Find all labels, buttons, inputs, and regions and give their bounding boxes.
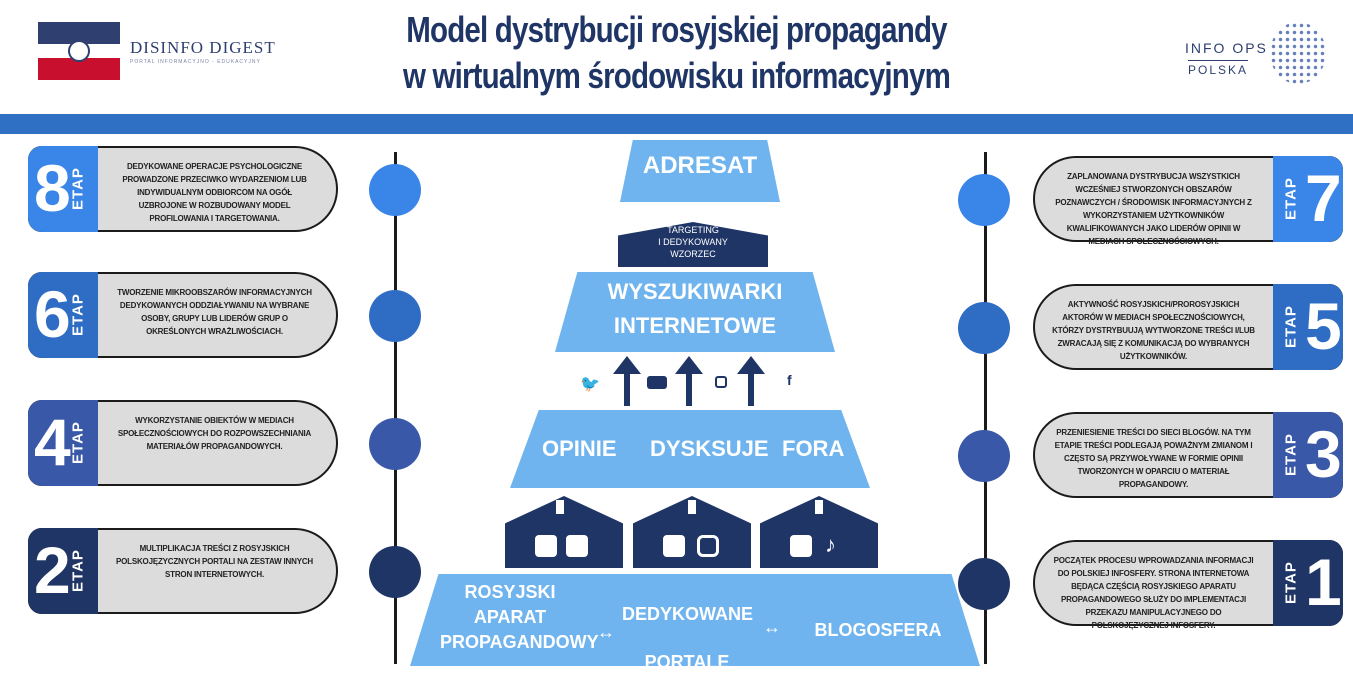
page-title-line2: w wirtualnym środowisku informacyjnym [402, 55, 951, 96]
up-arrow-icon [613, 356, 641, 374]
stage-description: Przeniesienie treści do sieci blogów. Na… [1054, 428, 1253, 489]
facebook-icon [790, 535, 812, 557]
stage-description: Multiplikacja treści z rosyjskich polsko… [116, 544, 313, 579]
etap-label: ETAP [1282, 177, 1300, 220]
timeline-node [958, 430, 1010, 482]
etap-label: ETAP [69, 549, 87, 592]
dyskusje-label: DYSKSUJE [650, 436, 769, 461]
compass-emblem-icon [68, 40, 90, 62]
up-arrow-shaft [748, 372, 754, 406]
up-arrow-icon [675, 356, 703, 374]
facebook-icon: f [787, 372, 792, 388]
timeline-node [369, 418, 421, 470]
stage-description: Dedykowane operacje psychologiczne prowa… [122, 162, 307, 223]
etap-label: ETAP [1282, 433, 1300, 476]
logo-name: DISINFO DIGEST [130, 38, 276, 57]
stage-number: 1 [1305, 545, 1342, 619]
adresat-label: ADRESAT [642, 152, 758, 179]
house-arrow-icon [556, 500, 564, 514]
stage-number: 4 [34, 405, 71, 479]
stage-number: 3 [1305, 417, 1342, 491]
house-twitter-youtube [505, 496, 623, 568]
social-arrows-row: 🐦 f [575, 356, 815, 406]
info-ops-logo: INFO OPS POLSKA [1180, 22, 1330, 92]
stage-description: Aktywność rosyjskich/prorosyjskich aktor… [1052, 300, 1255, 361]
stage-number: 6 [34, 277, 71, 351]
tiktok-icon: ♪ [825, 532, 836, 557]
stage-card: 5 ETAP Aktywność rosyjskich/prorosyjskich … [1033, 284, 1343, 370]
stage-number: 2 [34, 533, 71, 607]
opinie-label: OPINIE [542, 436, 617, 461]
info-ops-text: INFO OPS [1185, 40, 1268, 56]
stage-badge: 5 ETAP [1273, 284, 1343, 370]
stage-description: Tworzenie mikroobszarów informacyjnych d… [117, 288, 312, 336]
instagram-icon [697, 535, 719, 557]
stage-card: 3 ETAP Przeniesienie treści do sieci blogó… [1033, 412, 1343, 498]
left-timeline-rail [394, 152, 397, 664]
adresat-tier [620, 140, 780, 202]
twitter-icon [535, 535, 557, 557]
stage-badge: 3 ETAP [1273, 412, 1343, 498]
etap-label: ETAP [69, 167, 87, 210]
opinions-tier [510, 410, 870, 488]
house-arrow-icon [688, 500, 696, 514]
stage-card: 1 ETAP Początek procesu wprowadzania infor… [1033, 540, 1343, 630]
timeline-node [369, 546, 421, 598]
double-arrow-icon: ↔ [597, 622, 615, 642]
stage-number: 8 [34, 151, 71, 225]
etap-label: ETAP [69, 421, 87, 464]
timeline-node [369, 290, 421, 342]
disinfo-digest-logo: DISINFO DIGEST PORTAL INFORMACYJNO - EDU… [38, 22, 288, 82]
timeline-node [958, 558, 1010, 610]
right-timeline-rail [984, 152, 987, 664]
base-tier [410, 574, 980, 666]
double-arrow-icon: ↔ [763, 617, 781, 637]
stage-badge: 7 ETAP [1273, 156, 1343, 242]
search-engines-tier [555, 272, 835, 352]
page-title-line1: Model dystrybucji rosyjskiej propagandy [406, 9, 947, 50]
dotted-globe-icon [1270, 22, 1326, 84]
timeline-node [369, 164, 421, 216]
polska-text: POLSKA [1188, 60, 1249, 77]
house-arrow-icon [815, 500, 823, 514]
stage-card: 7 ETAP Zaplanowana dystrybucja wszystkich … [1033, 156, 1343, 246]
telegram-icon [663, 535, 685, 557]
youtube-icon [647, 376, 667, 389]
up-arrow-shaft [686, 372, 692, 406]
stage-description: Zaplanowana dystrybucja wszystkich wcześ… [1055, 172, 1252, 246]
etap-label: ETAP [69, 293, 87, 336]
youtube-icon [566, 535, 588, 557]
logo-subtitle: PORTAL INFORMACYJNO - EDUKACYJNY [130, 59, 261, 65]
stage-description: Początek procesu wprowadzania informacji… [1053, 556, 1254, 630]
etap-label: ETAP [1282, 561, 1300, 604]
stage-description: Wykorzystanie obiektów w mediach społecz… [117, 416, 312, 451]
twitter-icon: 🐦 [580, 376, 600, 393]
blogosphere-label: BLOGOSFERA [814, 620, 942, 640]
up-arrow-icon [737, 356, 765, 374]
instagram-icon [715, 376, 727, 388]
etap-label: ETAP [1282, 305, 1300, 348]
timeline-node [958, 174, 1010, 226]
stage-number: 7 [1305, 161, 1342, 235]
fora-label: FORA [782, 436, 845, 461]
up-arrow-shaft [624, 372, 630, 406]
timeline-node [958, 302, 1010, 354]
stage-badge: 1 ETAP [1273, 540, 1343, 626]
stage-number: 5 [1305, 289, 1342, 363]
header-divider-bar [0, 114, 1353, 134]
